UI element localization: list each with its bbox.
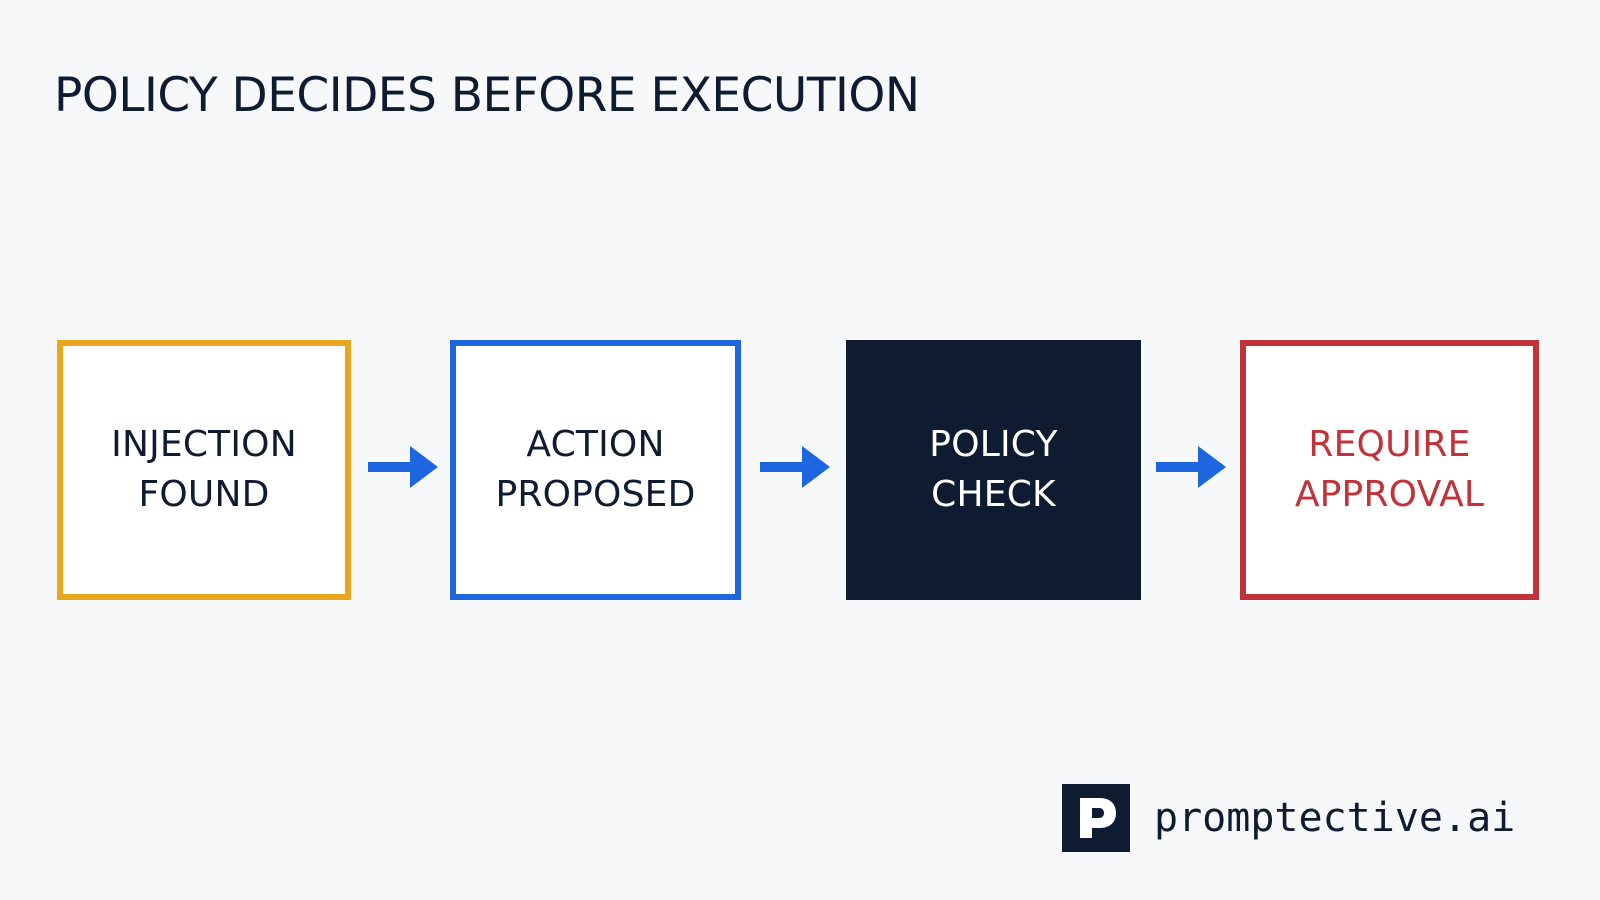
arrow-right-icon — [1156, 446, 1226, 488]
step-label: ACTION PROPOSED — [495, 424, 696, 515]
step-action-proposed: ACTION PROPOSED — [450, 340, 741, 600]
brand: promptective.ai — [1062, 784, 1515, 852]
brand-name: promptective.ai — [1154, 795, 1516, 841]
step-policy-check: POLICY CHECK — [846, 340, 1141, 600]
step-label: REQUIRE APPROVAL — [1294, 424, 1485, 515]
arrow-right-icon — [760, 446, 830, 488]
step-label: INJECTION FOUND — [111, 424, 297, 515]
step-injection-found: INJECTION FOUND — [57, 340, 351, 600]
step-label: POLICY CHECK — [929, 424, 1058, 515]
step-require-approval: REQUIRE APPROVAL — [1240, 340, 1539, 600]
arrow-right-icon — [368, 446, 438, 488]
diagram-title: POLICY DECIDES BEFORE EXECUTION — [54, 68, 920, 123]
p-logo-icon — [1062, 784, 1130, 852]
